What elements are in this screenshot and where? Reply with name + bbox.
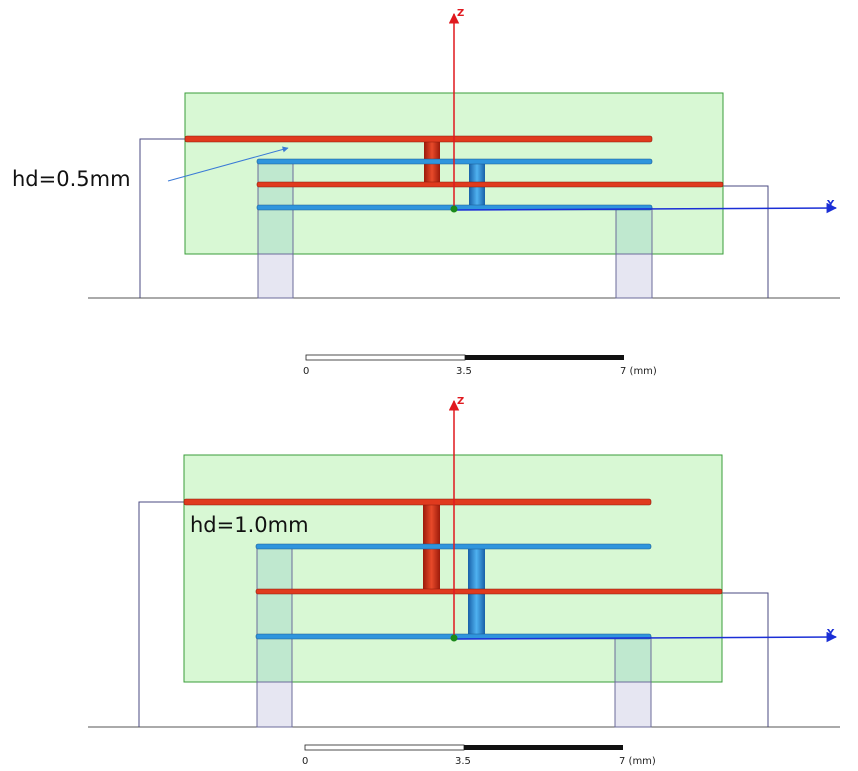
scale-segment-light: [304, 744, 465, 751]
annotation-arrow: [167, 146, 289, 182]
scale-tick-mid: 3.5: [455, 756, 471, 767]
scale-segment-dark: [464, 745, 623, 750]
scale-tick-end: 7 (mm): [620, 366, 657, 377]
hd-annotation: hd=0.5mm: [12, 167, 131, 191]
scale-tick-0: 0: [302, 756, 308, 767]
scale-bar-bottom: 0 3.5 7 (mm): [302, 744, 656, 767]
scale-tick-0: 0: [303, 366, 309, 377]
scale-tick-mid: 3.5: [456, 366, 472, 377]
panel-top: Z Y hd=0.5mm: [12, 8, 840, 299]
origin-marker: [450, 205, 458, 213]
scale-segment-dark: [465, 355, 624, 360]
scale-segment-light: [305, 354, 466, 361]
z-axis-label: Z: [457, 8, 464, 19]
red-layer-1: [183, 498, 652, 506]
panel-bottom: Z Y hd=1.0mm: [88, 396, 840, 728]
right-port-upper: [614, 636, 652, 683]
y-axis: [453, 631, 838, 643]
right-feed-outline: [722, 592, 769, 727]
hd-annotation: hd=1.0mm: [190, 513, 309, 537]
y-axis: [453, 202, 838, 214]
scale-tick-end: 7 (mm): [619, 756, 656, 767]
red-layer-2: [256, 181, 724, 188]
left-feed-outline: [139, 138, 186, 298]
z-axis-label: Z: [457, 396, 464, 407]
left-feed-outline: [138, 501, 186, 727]
right-port-upper: [615, 207, 653, 255]
red-layer-2: [255, 588, 723, 595]
y-axis-label: Y: [826, 199, 835, 210]
right-feed-outline: [722, 185, 769, 298]
scale-bar-top: 0 3.5 7 (mm): [303, 354, 657, 377]
y-axis-label: Y: [826, 628, 835, 639]
origin-marker: [450, 634, 458, 642]
left-port-upper: [256, 545, 293, 683]
red-layer-1: [184, 135, 653, 143]
